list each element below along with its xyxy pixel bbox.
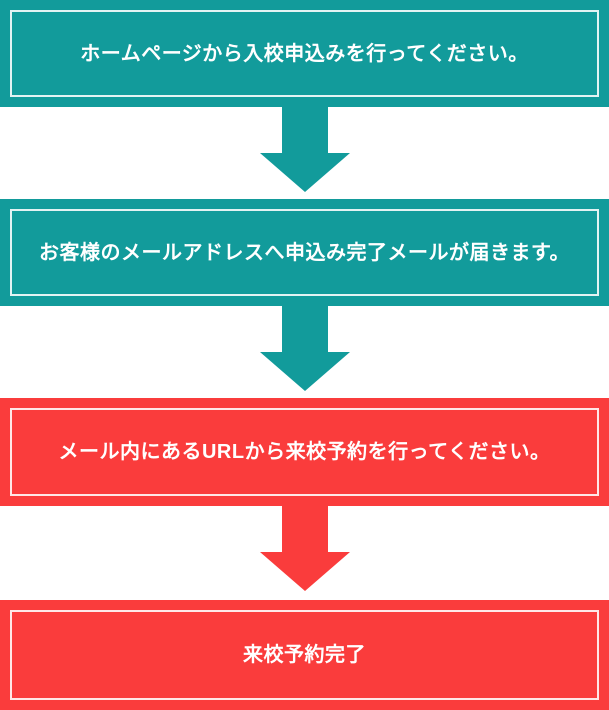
down-arrow-shape [259, 506, 350, 591]
step-box-confirmation-email: お客様のメールアドレスへ申込み完了メールが届きます。 [0, 199, 609, 306]
arrow-zone [0, 107, 609, 199]
step-box-reservation-complete: 来校予約完了 [0, 600, 609, 710]
down-arrow-icon [259, 506, 350, 591]
down-arrow-icon [259, 306, 350, 391]
down-arrow-icon [259, 107, 350, 192]
step-label: ホームページから入校申込みを行ってください。 [80, 42, 529, 65]
down-arrow-shape [259, 107, 350, 192]
step-label: メール内にあるURLから来校予約を行ってください。 [58, 441, 551, 463]
step-label: お客様のメールアドレスへ申込み完了メールが届きます。 [39, 241, 570, 264]
step-label: 来校予約完了 [243, 644, 366, 666]
arrow-zone [0, 506, 609, 600]
step-box-homepage-application: ホームページから入校申込みを行ってください。 [0, 0, 609, 107]
arrow-zone [0, 306, 609, 398]
down-arrow-shape [259, 306, 350, 391]
step-box-visit-reservation: メール内にあるURLから来校予約を行ってください。 [0, 398, 609, 506]
